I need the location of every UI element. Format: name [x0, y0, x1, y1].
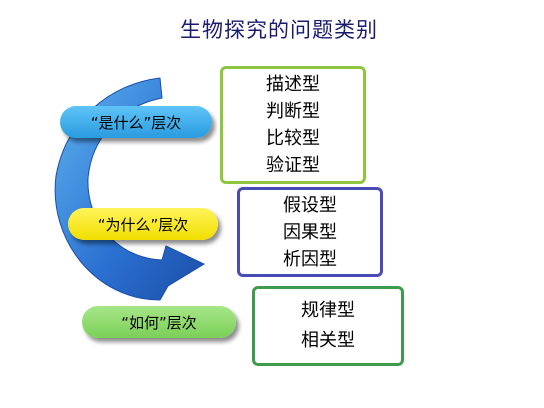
level-what-label: “是什么”层次 [90, 113, 182, 132]
type-item: 规律型 [301, 300, 355, 321]
level-why: “为什么”层次 [68, 208, 218, 240]
type-item: 析因型 [283, 248, 337, 270]
type-item: 验证型 [266, 155, 320, 176]
type-item: 判断型 [266, 101, 320, 122]
how-types-box: 规律型 相关型 [252, 286, 404, 366]
why-types-box: 假设型 因果型 析因型 [237, 187, 383, 277]
what-types-box: 描述型 判断型 比较型 验证型 [220, 66, 366, 184]
type-item: 相关型 [301, 330, 355, 351]
type-item: 描述型 [266, 74, 320, 95]
level-how: “如何”层次 [82, 306, 236, 338]
level-how-label: “如何”层次 [121, 313, 197, 332]
level-what: “是什么”层次 [60, 106, 212, 138]
diagram-title: 生物探究的问题类别 [180, 18, 378, 42]
type-item: 假设型 [283, 194, 337, 216]
type-item: 因果型 [283, 221, 337, 243]
level-why-label: “为什么”层次 [97, 215, 189, 234]
type-item: 比较型 [266, 128, 320, 149]
